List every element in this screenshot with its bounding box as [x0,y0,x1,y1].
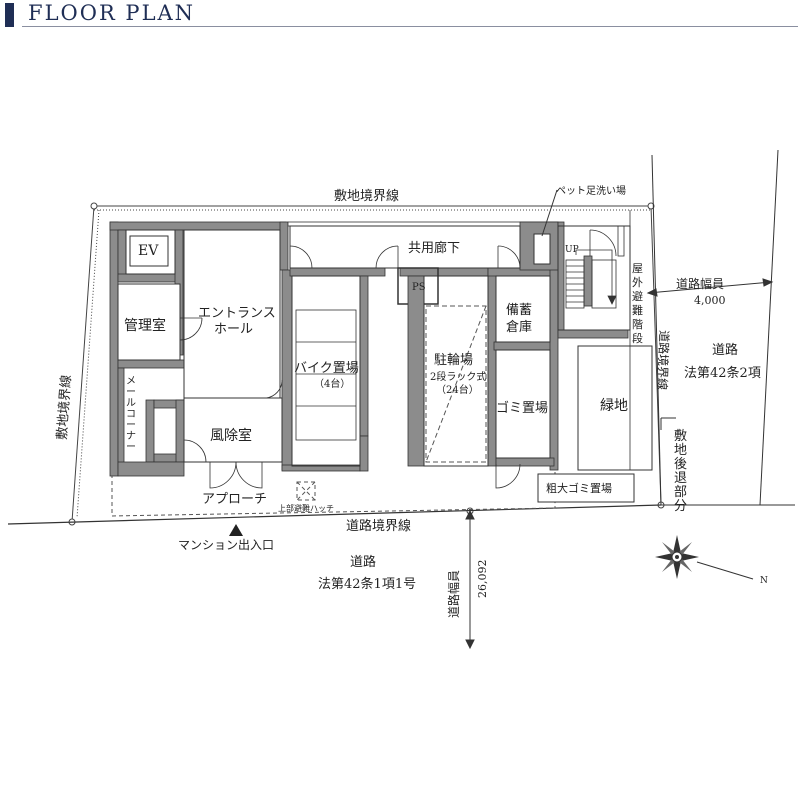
up-label: UP [565,245,579,255]
road-boundary-label: 道路境界線 [346,518,411,534]
right-road-width-label: 道路幅員 [676,276,724,291]
fuujo-label: 風除室 [210,427,252,444]
room-interiors [117,225,653,503]
right-road-edge-left [651,154,662,506]
escape-stair-char: 屋 [632,262,643,275]
storage-room [495,275,551,343]
escape-stair-char: 難 [632,304,643,317]
escape-stair-char: 段 [632,331,643,345]
building-walls [109,221,629,477]
right-road-name-2: 法第42条2項 [684,365,761,381]
ev-label: EV [138,243,159,259]
bottom-road-width-value: 26,092 [476,560,489,599]
mail-corner-char: メ [126,376,136,387]
bottom-road-name-2: 法第42条1項1号 [318,576,416,592]
corridor-door-left [289,245,313,269]
site-boundary-top-label: 敷地境界線 [334,188,399,204]
kanri-label: 管理室 [124,317,166,334]
setback-char: 地 [674,443,687,458]
corridor-label: 共用廊下 [408,240,460,256]
bicycle-rack [425,305,487,463]
right-road-boundary-label: 道路境界線 [655,330,672,391]
green-area [577,345,653,471]
gomi-label: ゴミ置場 [496,400,548,416]
site-boundary-left [71,205,95,523]
churin-label-1: 駐輪場 [434,352,473,368]
kanri-room [117,283,181,361]
site-boundary [68,202,665,526]
setback-char: 部 [674,485,687,500]
garbage-room [495,349,551,459]
escape-stairs [565,210,631,470]
bicycle-area [423,275,489,467]
ryokuchi-label: 緑地 [600,398,628,414]
bichiku-label-2: 倉庫 [506,320,532,335]
mail-corner-char: ナ [126,430,136,442]
mail-corner-char: ー [126,387,136,398]
setback-char: 敷 [674,429,687,444]
right-road-edge-right [759,149,779,506]
road-boundary [7,149,795,525]
escape-stair-char: 外 [632,276,643,289]
site-boundary-left-label: 敷地境界線 [54,374,74,440]
doors [179,245,521,489]
mail-corner-char: コ [126,409,136,420]
bottom-road-name-1: 道路 [350,554,376,570]
entrance-label: マンション出入口 [178,538,274,552]
hatch-marker [296,481,316,501]
ps-label: PS [412,282,426,293]
entrance-hall-label-1: エントランス [198,306,276,321]
page-title: FLOOR PLAN [28,1,196,25]
approach-label: アプローチ [202,492,267,507]
corridor-door-right [497,245,521,269]
churin-label-3: （24台） [436,383,479,396]
setback-char: 後 [674,457,687,472]
bike-label-1: バイク置場 [294,361,359,376]
mail-corner-char: ー [126,442,136,453]
fuujo-room [183,397,283,463]
dimension-lines [465,189,774,650]
sodai-label: 粗大ゴミ置場 [546,481,612,495]
entrance-door-right [235,461,263,489]
hatch-label: 上部避難ハッチ [278,503,334,513]
bike-area [291,275,361,467]
page-header: FLOOR PLAN [0,0,800,30]
bike-label-2: （4台） [314,377,350,390]
right-road-width-value: 4,000 [694,294,726,307]
pet-wash [533,233,551,265]
churin-label-2: 2段ラック式 [430,370,486,383]
compass-north-label: N [760,576,768,586]
bichiku-label-1: 備蓄 [506,302,532,318]
bike-slots [295,309,357,441]
compass-rose-icon [655,535,754,580]
escape-stair-char: 避 [632,289,643,303]
header-rule [22,26,798,27]
mail-corner-char: ル [126,398,136,409]
labels: 敷地境界線 EV エントランス ホール 管理室 風除室 アプローチ 上部避難ハッ… [124,184,768,592]
entrance-hall-label-2: ホール [214,322,253,337]
common-corridor [289,225,521,269]
entrance-door-left [209,461,237,489]
pet-label: ペット足洗い場 [556,184,626,197]
entrance-arrow-icon [229,524,243,536]
setback-char: 分 [674,499,687,514]
right-road-name-1: 道路 [712,342,738,358]
setback-char: 退 [674,471,687,486]
header-accent-bar [5,3,14,27]
bottom-road-width-label: 道路幅員 [446,570,461,618]
mail-corner-char: ー [126,420,136,431]
bulky-garbage-area [537,473,635,503]
escape-stair-char: 階 [632,317,643,331]
